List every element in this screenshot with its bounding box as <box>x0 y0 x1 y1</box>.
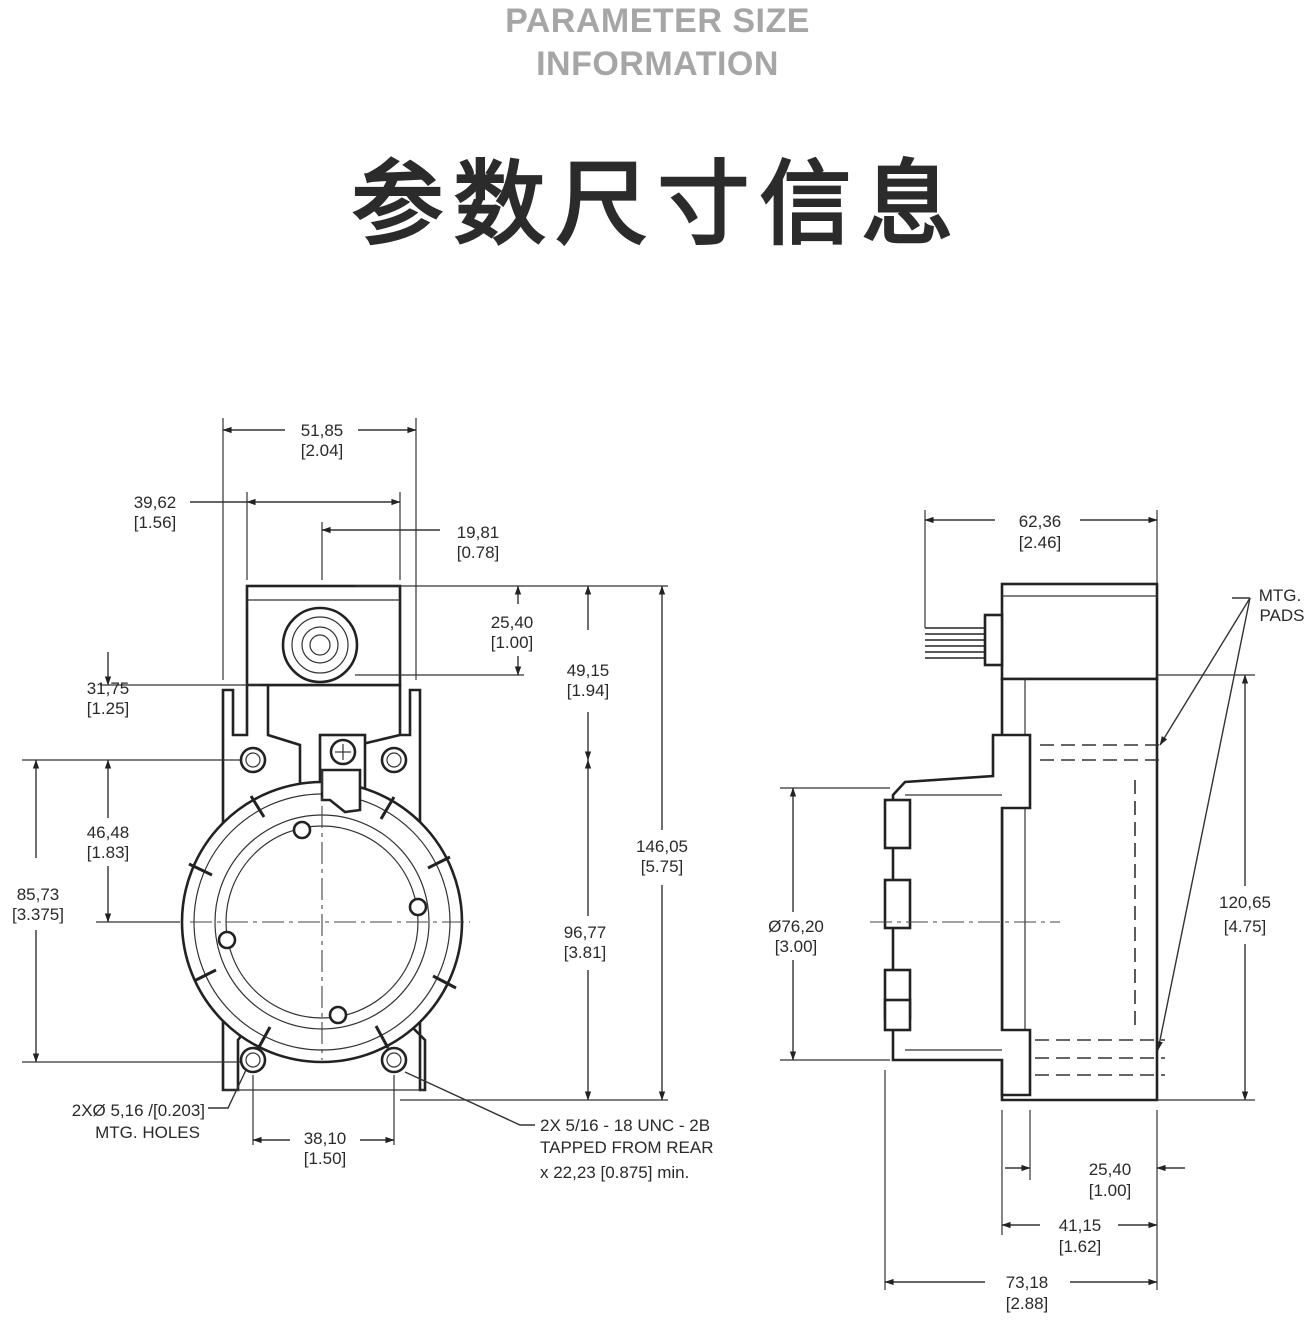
dim-height-in: [4.75] <box>1224 917 1267 936</box>
dim-center-height-mm: 96,77 <box>564 923 607 942</box>
dim-hole-to-center-mm: 46,48 <box>87 823 130 842</box>
dim-hole-to-center-in: [1.83] <box>87 843 130 862</box>
title-chinese: 参数尺寸信息 <box>351 151 964 258</box>
dim-hole-to-top-in: [1.25] <box>87 699 130 718</box>
dim-center-height-in: [3.81] <box>564 943 607 962</box>
dim-width-total-mm: 51,85 <box>301 421 344 440</box>
note-tapped-line2: TAPPED FROM REAR <box>540 1138 713 1157</box>
dim-base-25-in: [1.00] <box>1089 1181 1132 1200</box>
note-mtg-holes-line1: 2XØ 5,16 /[0.203] <box>72 1101 205 1120</box>
dim-width-box-mm: 39,62 <box>134 493 177 512</box>
side-extension-lines <box>780 510 1255 1290</box>
dim-bottom-holes-mm: 38,10 <box>304 1129 347 1148</box>
front-dimension-lines <box>32 426 666 1144</box>
dim-box-depth-in: [2.46] <box>1019 533 1062 552</box>
front-view: 51,85 [2.04] 39,62 [1.56] 19,81 [0.78] 2… <box>12 418 713 1182</box>
conduit-fitting <box>281 606 359 684</box>
dim-half-box-mm: 19,81 <box>457 523 500 542</box>
dim-height-mm: 120,65 <box>1219 893 1271 912</box>
title-english-line1: PARAMETER SIZE <box>505 2 810 40</box>
side-ribs <box>883 798 912 1032</box>
dim-total-height-in: [5.75] <box>641 857 684 876</box>
title-english-line2: INFORMATION <box>536 45 779 83</box>
note-tapped-line1: 2X 5/16 - 18 UNC - 2B <box>540 1116 710 1135</box>
dim-hole-spacing-mm: 85,73 <box>17 885 60 904</box>
dim-box-conduit-in: [1.00] <box>491 633 534 652</box>
side-cable <box>925 613 1004 667</box>
side-view: 62,36 [2.46] MTG. PADS Ø76,20 [3.00] 120… <box>768 510 1305 1313</box>
dim-bottom-holes-in: [1.50] <box>304 1149 347 1168</box>
dim-box-depth-mm: 62,36 <box>1019 512 1062 531</box>
side-hidden-lines <box>1035 744 1165 1076</box>
side-dimension-lines <box>789 516 1251 1286</box>
dim-total-height-mm: 146,05 <box>636 837 688 856</box>
dim-hole-to-top-mm: 31,75 <box>87 679 130 698</box>
note-pads-line1: MTG. <box>1259 586 1302 605</box>
dim-diameter-mm: Ø76,20 <box>768 917 824 936</box>
dim-base-25-mm: 25,40 <box>1089 1160 1132 1179</box>
note-mtg-holes-line2: MTG. HOLES <box>95 1123 200 1142</box>
dim-width-total-in: [2.04] <box>301 441 344 460</box>
side-junction-box <box>1000 582 1159 681</box>
dim-box-conduit-mm: 25,40 <box>491 613 534 632</box>
dim-box-height-in: [1.94] <box>567 681 610 700</box>
dim-box-height-mm: 49,15 <box>567 661 610 680</box>
mounting-holes <box>239 746 408 1074</box>
dim-width-box-in: [1.56] <box>134 513 177 532</box>
dim-hole-spacing-in: [3.375] <box>12 905 64 924</box>
dim-base-41-mm: 41,15 <box>1059 1216 1102 1235</box>
dim-base-41-in: [1.62] <box>1059 1237 1102 1256</box>
note-pads-line2: PADS <box>1259 606 1304 625</box>
side-ring <box>891 733 1032 1097</box>
note-tapped-line3: x 22,23 [0.875] min. <box>540 1163 689 1182</box>
dim-diameter-in: [3.00] <box>775 937 818 956</box>
dim-half-box-in: [0.78] <box>457 543 500 562</box>
dim-overall-depth-in: [2.88] <box>1006 1294 1049 1313</box>
dim-overall-depth-mm: 73,18 <box>1006 1273 1049 1292</box>
